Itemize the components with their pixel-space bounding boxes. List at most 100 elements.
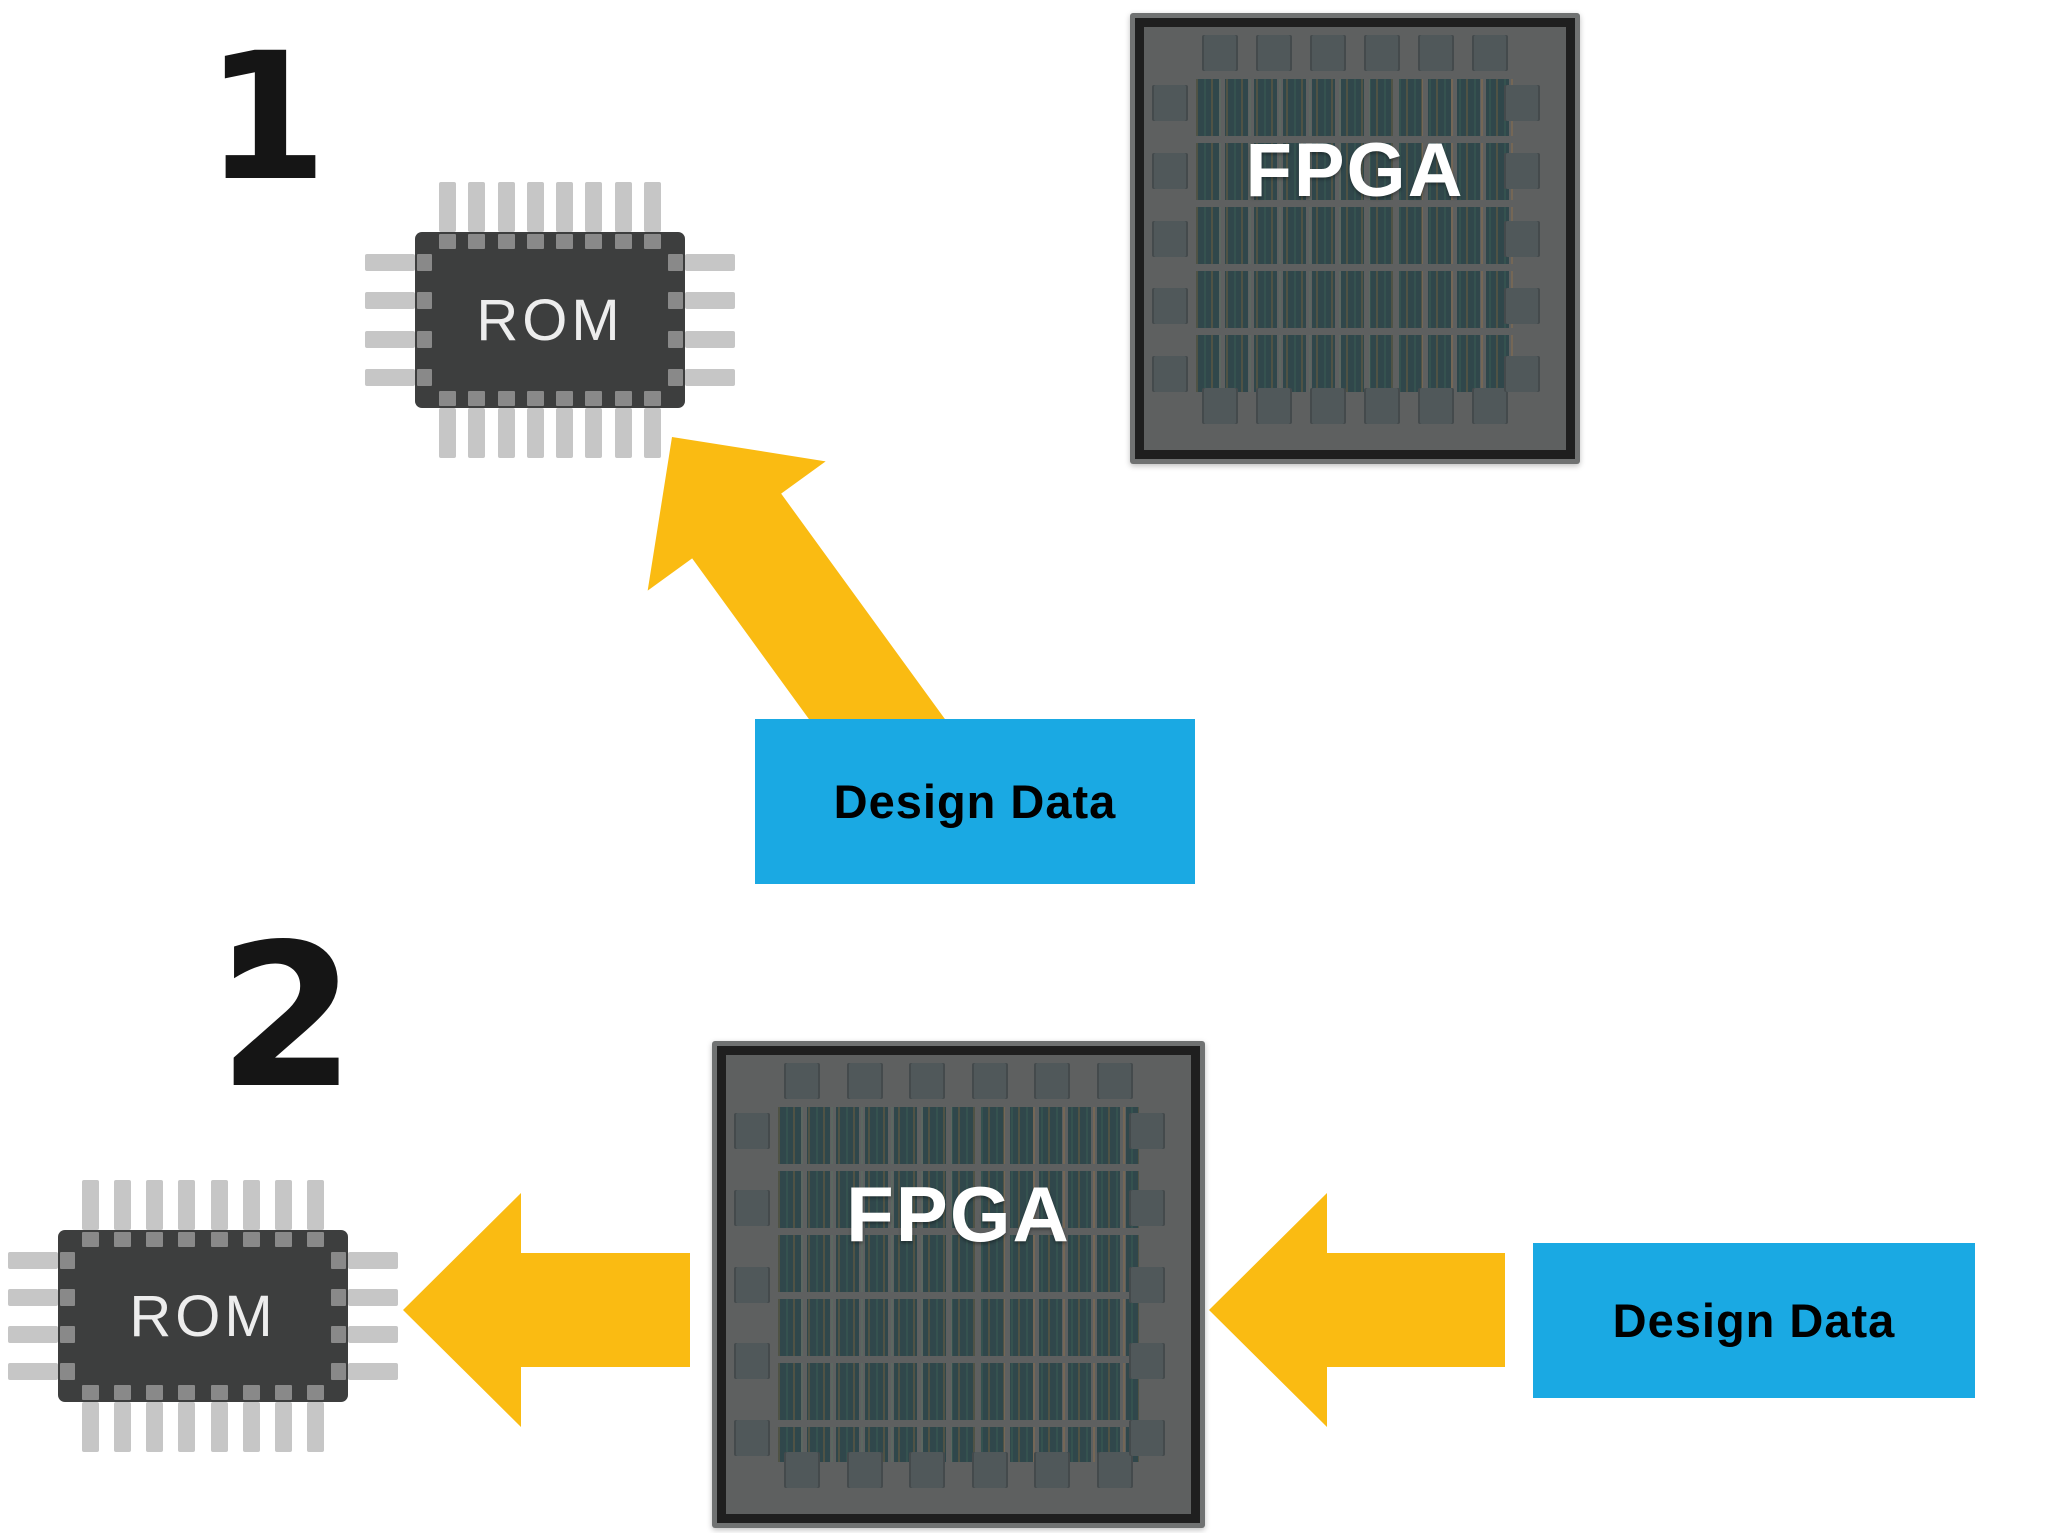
rom-pin-nub bbox=[114, 1232, 132, 1247]
fpga-io-pad bbox=[1256, 35, 1292, 71]
rom-chip-step1: ROM bbox=[365, 182, 735, 458]
rom-pin-nub bbox=[331, 1326, 346, 1343]
fpga-io-pad bbox=[1418, 35, 1454, 71]
rom-pin-nub bbox=[644, 391, 661, 406]
fpga-io-pad bbox=[734, 1113, 770, 1149]
fpga-io-pad bbox=[1504, 220, 1540, 257]
design-data-to-fpga-arrow-step2 bbox=[1209, 1193, 1505, 1427]
rom-pin bbox=[348, 1289, 398, 1306]
fpga-io-pad bbox=[909, 1063, 946, 1099]
rom-pin bbox=[365, 292, 415, 310]
rom-pin-nub bbox=[644, 234, 661, 249]
rom-pin-nub bbox=[60, 1289, 75, 1306]
rom-pin bbox=[585, 182, 603, 232]
fpga-io-pad bbox=[1472, 388, 1508, 424]
fpga-io-pad bbox=[1152, 288, 1188, 325]
rom-pin-nub bbox=[82, 1385, 99, 1400]
rom-pin-nub bbox=[331, 1289, 346, 1306]
design-data-label: Design Data bbox=[1612, 1294, 1896, 1347]
rom-chip-label: ROM bbox=[476, 287, 624, 353]
rom-pin bbox=[348, 1326, 398, 1343]
rom-pin bbox=[439, 408, 456, 458]
rom-pin bbox=[644, 182, 661, 232]
rom-pin bbox=[114, 1180, 132, 1230]
fpga-io-pad bbox=[1504, 85, 1540, 121]
fpga-io-pad bbox=[1129, 1420, 1165, 1456]
rom-pin-nub bbox=[439, 234, 456, 249]
rom-pin-nub bbox=[60, 1326, 75, 1343]
fpga-io-pad bbox=[971, 1452, 1008, 1488]
rom-pin bbox=[8, 1289, 58, 1306]
fpga-io-pad bbox=[1152, 85, 1188, 121]
rom-pin-nub bbox=[417, 254, 432, 271]
fpga-io-pad bbox=[1504, 356, 1540, 392]
fpga-io-pad bbox=[1129, 1266, 1165, 1303]
fpga-io-pad bbox=[909, 1452, 946, 1488]
rom-pin bbox=[274, 1402, 292, 1452]
rom-pin bbox=[178, 1180, 196, 1230]
rom-pin-nub bbox=[274, 1232, 292, 1247]
rom-pin bbox=[585, 408, 603, 458]
rom-pin-nub bbox=[114, 1385, 132, 1400]
rom-pin-nub bbox=[614, 391, 632, 406]
fpga-io-pad bbox=[1256, 388, 1292, 424]
rom-pin-nub bbox=[331, 1363, 346, 1380]
rom-pin bbox=[497, 408, 515, 458]
rom-pin bbox=[274, 1180, 292, 1230]
fpga-io-pad bbox=[734, 1343, 770, 1380]
rom-pin bbox=[468, 182, 486, 232]
rom-pin-nub bbox=[146, 1385, 164, 1400]
fpga-chip-inner: FPGA bbox=[1135, 18, 1575, 459]
fpga-io-pad bbox=[1310, 388, 1346, 424]
fpga-io-pad bbox=[1129, 1189, 1165, 1226]
fpga-io-pad bbox=[1152, 152, 1188, 189]
fpga-io-pad bbox=[734, 1189, 770, 1226]
fpga-io-pad bbox=[1097, 1452, 1133, 1488]
fpga-io-pad bbox=[1472, 35, 1508, 71]
fpga-io-pad bbox=[1504, 152, 1540, 189]
fpga-logic-grid bbox=[1196, 79, 1514, 398]
rom-pin bbox=[210, 1402, 228, 1452]
rom-chip-body: ROM bbox=[58, 1230, 348, 1402]
rom-pin-nub bbox=[417, 369, 432, 386]
rom-pin bbox=[348, 1252, 398, 1269]
rom-pin bbox=[8, 1252, 58, 1269]
rom-pin-nub bbox=[526, 234, 544, 249]
rom-pin-nub bbox=[274, 1385, 292, 1400]
rom-chip-label: ROM bbox=[129, 1283, 277, 1349]
fpga-io-pad bbox=[734, 1420, 770, 1456]
rom-pin-nub bbox=[585, 391, 603, 406]
rom-pin bbox=[82, 1402, 99, 1452]
rom-pin bbox=[365, 254, 415, 271]
rom-pin-nub bbox=[556, 391, 574, 406]
fpga-io-pad bbox=[1097, 1063, 1133, 1099]
fpga-chip-inner: FPGA bbox=[717, 1046, 1200, 1523]
rom-pin-nub bbox=[82, 1232, 99, 1247]
fpga-io-pad bbox=[1034, 1452, 1071, 1488]
rom-pin bbox=[468, 408, 486, 458]
rom-pin bbox=[242, 1180, 260, 1230]
fpga-io-pad bbox=[1504, 288, 1540, 325]
rom-pin bbox=[82, 1180, 99, 1230]
fpga-logic-grid bbox=[778, 1107, 1139, 1462]
rom-pin-nub bbox=[526, 391, 544, 406]
fpga-io-pad bbox=[784, 1063, 820, 1099]
fpga-chip-label: FPGA bbox=[846, 1170, 1071, 1258]
rom-pin-nub bbox=[417, 292, 432, 310]
fpga-chip-label: FPGA bbox=[1245, 128, 1465, 213]
fpga-io-pad bbox=[1129, 1113, 1165, 1149]
fpga-io-pad bbox=[1152, 356, 1188, 392]
rom-pin bbox=[685, 292, 735, 310]
rom-pin-nub bbox=[614, 234, 632, 249]
fpga-io-pad bbox=[784, 1452, 820, 1488]
fpga-io-pad bbox=[1418, 388, 1454, 424]
fpga-io-pad bbox=[846, 1063, 883, 1099]
fpga-io-pad bbox=[1364, 388, 1400, 424]
fpga-io-pad bbox=[1202, 35, 1238, 71]
rom-pin bbox=[439, 182, 456, 232]
rom-pin bbox=[210, 1180, 228, 1230]
rom-pin bbox=[526, 182, 544, 232]
design-data-to-rom-arrow-step1 bbox=[647, 437, 952, 793]
rom-pin-nub bbox=[468, 391, 486, 406]
